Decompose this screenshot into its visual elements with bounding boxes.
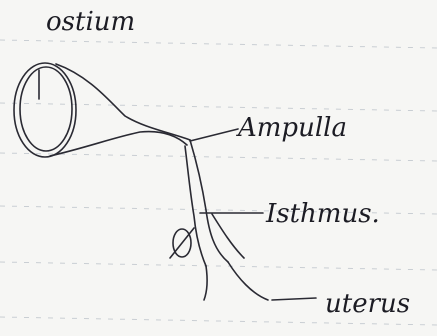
uterus-left-line [204,266,207,300]
ampulla-label: Ampulla [236,113,347,143]
uterus-pointer [272,298,316,300]
ostium-opening [14,63,76,157]
uterus-label: uterus [325,289,410,319]
ampulla-pointer [190,129,238,141]
uterus-right-line [228,262,268,300]
isthmus-left-wall [185,146,206,266]
isthmus-right-wall [190,140,228,262]
ostium-inner-rim [20,67,72,151]
isthmus-label: Isthmus. [265,199,380,229]
ostium-label: ostium [46,7,135,37]
uterus-inner-line [212,214,244,258]
